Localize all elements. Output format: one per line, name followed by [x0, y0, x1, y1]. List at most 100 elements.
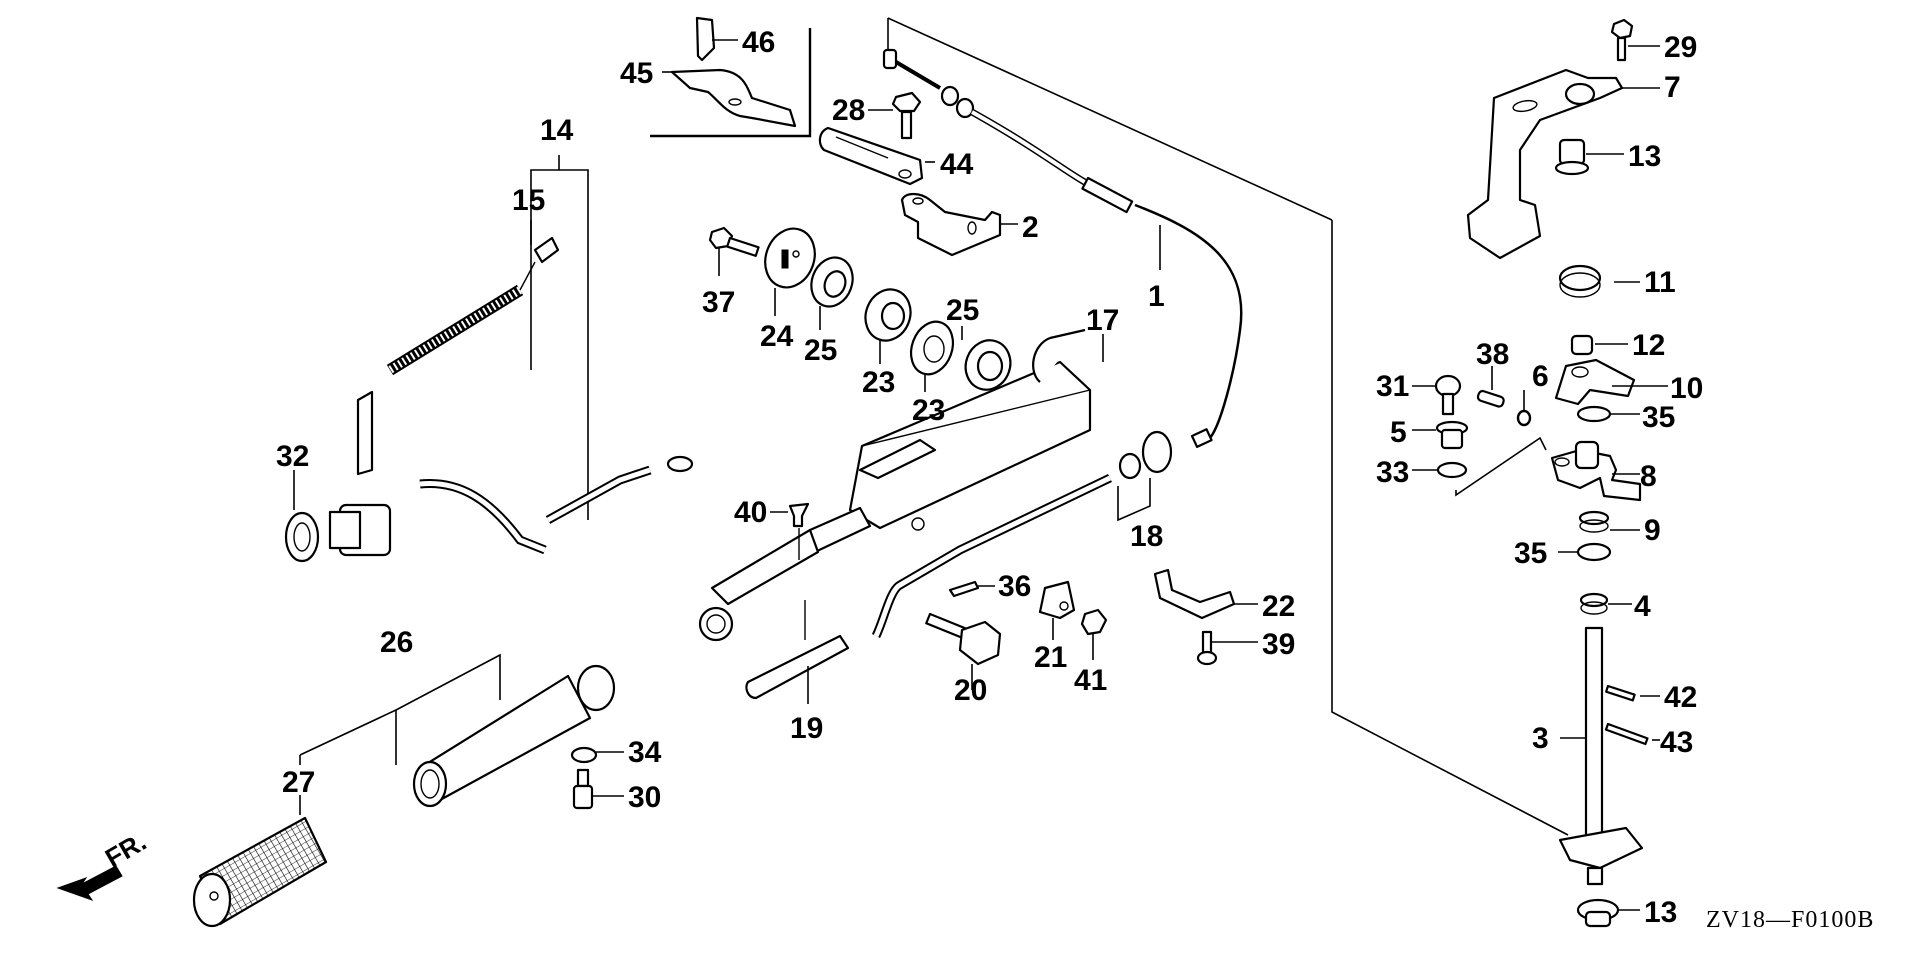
callout-3[interactable]: 3 — [1532, 722, 1549, 755]
part-42-pin[interactable] — [1605, 684, 1636, 702]
part-35-washer-a[interactable] — [1576, 405, 1612, 423]
part-44-slotted-plate[interactable] — [818, 126, 924, 186]
part-22-clip-bracket[interactable] — [1153, 568, 1236, 620]
part-25-collar-a[interactable] — [805, 252, 860, 313]
callout-8[interactable]: 8 — [1640, 460, 1657, 493]
callout-11[interactable]: 11 — [1644, 266, 1676, 299]
callout-31[interactable]: 31 — [1376, 370, 1409, 403]
callout-28[interactable]: 28 — [832, 94, 865, 127]
part-28-bolt[interactable] — [891, 91, 922, 140]
part-13-bushing-upper[interactable] — [1554, 138, 1590, 176]
callout-42[interactable]: 42 — [1664, 681, 1697, 714]
part-36-cotter-pin[interactable] — [948, 580, 980, 598]
part-39-screw[interactable] — [1196, 630, 1218, 666]
part-25-collar-b[interactable] — [959, 334, 1017, 396]
part-9-spring[interactable] — [1578, 510, 1610, 533]
part-30-screw[interactable] — [572, 768, 594, 810]
callout-23-b[interactable]: 23 — [912, 394, 945, 427]
callout-44[interactable]: 44 — [940, 148, 974, 181]
part-12-collar[interactable] — [1570, 334, 1594, 356]
part-1-throttle-cable[interactable] — [882, 48, 1243, 448]
part-14-stop-switch[interactable] — [284, 455, 694, 563]
part-15-lanyard[interactable] — [356, 236, 560, 476]
part-24-cover-plate[interactable] — [757, 222, 823, 295]
part-26-grip-tube[interactable] — [412, 664, 616, 808]
callout-30[interactable]: 30 — [628, 781, 661, 814]
callout-25-a[interactable]: 25 — [804, 334, 837, 367]
callout-21[interactable]: 21 — [1034, 641, 1067, 674]
callout-1[interactable]: 1 — [1148, 280, 1165, 313]
part-45-plate[interactable] — [670, 68, 797, 128]
part-4-spring[interactable] — [1579, 592, 1609, 615]
part-20-adjuster-knob[interactable] — [925, 612, 1002, 666]
callout-37[interactable]: 37 — [702, 286, 735, 319]
callout-17[interactable]: 17 — [1086, 304, 1119, 337]
callout-labels: 1 2 3 4 5 6 7 8 9 10 11 12 13 13 14 15 1… — [100, 26, 1873, 933]
callout-5[interactable]: 5 — [1390, 416, 1407, 449]
part-33-washer[interactable] — [1436, 461, 1468, 479]
callout-40[interactable]: 40 — [734, 496, 767, 529]
callout-41[interactable]: 41 — [1074, 664, 1107, 697]
callout-32[interactable]: 32 — [276, 440, 309, 473]
callout-19[interactable]: 19 — [790, 712, 823, 745]
callout-27[interactable]: 27 — [282, 766, 315, 799]
part-23-gear-a[interactable] — [858, 283, 917, 347]
part-10-shift-lever[interactable] — [1554, 358, 1636, 406]
part-40-screw[interactable] — [788, 502, 810, 528]
callout-39[interactable]: 39 — [1262, 628, 1295, 661]
part-7-shift-bracket[interactable] — [1466, 68, 1624, 260]
part-6-spring[interactable] — [1516, 409, 1532, 427]
part-46-clip[interactable] — [695, 16, 716, 62]
part-21-clamp[interactable] — [1038, 580, 1076, 620]
part-19-key[interactable] — [745, 634, 850, 700]
part-3-shift-shaft[interactable] — [1558, 626, 1644, 886]
callout-13-lower[interactable]: 13 — [1644, 896, 1677, 929]
part-27-knurled-grip[interactable] — [192, 816, 328, 928]
part-13-bushing-lower[interactable] — [1576, 898, 1620, 928]
callout-23-a[interactable]: 23 — [862, 366, 895, 399]
callout-4[interactable]: 4 — [1634, 590, 1651, 623]
part-34-washer[interactable] — [570, 746, 598, 764]
part-38-screw[interactable] — [1476, 389, 1505, 408]
callout-33[interactable]: 33 — [1376, 456, 1409, 489]
callout-14[interactable]: 14 — [540, 114, 574, 147]
callout-46[interactable]: 46 — [742, 26, 775, 59]
callout-34[interactable]: 34 — [628, 736, 662, 769]
callout-24[interactable]: 24 — [760, 320, 794, 353]
callout-13-upper[interactable]: 13 — [1628, 140, 1661, 173]
callout-35-b[interactable]: 35 — [1514, 537, 1547, 570]
callout-7[interactable]: 7 — [1664, 71, 1681, 104]
callout-6[interactable]: 6 — [1532, 360, 1549, 393]
callout-22[interactable]: 22 — [1262, 590, 1295, 623]
part-17-tiller-arm[interactable] — [698, 328, 1092, 642]
callout-25-b[interactable]: 25 — [946, 294, 979, 327]
part-5-collar[interactable] — [1435, 420, 1469, 450]
callout-35-a[interactable]: 35 — [1642, 401, 1675, 434]
callout-38[interactable]: 38 — [1476, 338, 1509, 371]
callout-12[interactable]: 12 — [1632, 329, 1665, 362]
callout-29[interactable]: 29 — [1664, 31, 1697, 64]
part-8-shift-arm[interactable] — [1550, 440, 1642, 502]
callout-43[interactable]: 43 — [1660, 726, 1693, 759]
group-frame-cable-to-shaft — [887, 17, 1569, 836]
part-29-bolt[interactable] — [1610, 18, 1634, 62]
callout-2[interactable]: 2 — [1022, 211, 1039, 244]
callout-10[interactable]: 10 — [1670, 372, 1703, 405]
part-43-pin[interactable] — [1604, 722, 1649, 746]
callout-20[interactable]: 20 — [954, 674, 987, 707]
part-37-bolt[interactable] — [708, 226, 760, 257]
callout-36[interactable]: 36 — [998, 570, 1031, 603]
part-41-nut[interactable] — [1080, 608, 1108, 636]
callout-15[interactable]: 15 — [512, 184, 545, 217]
callout-18[interactable]: 18 — [1130, 520, 1163, 553]
callout-26[interactable]: 26 — [380, 626, 413, 659]
part-31-bolt[interactable] — [1434, 374, 1462, 416]
callout-45[interactable]: 45 — [620, 57, 653, 90]
part-35-washer-b[interactable] — [1576, 542, 1612, 562]
part-23-gear-b[interactable] — [904, 316, 960, 380]
part-2-cable-bracket[interactable] — [900, 192, 1002, 257]
callout-9[interactable]: 9 — [1644, 514, 1661, 547]
part-11-torsion-spring[interactable] — [1558, 264, 1602, 298]
part-18-shift-rod[interactable] — [871, 430, 1173, 639]
